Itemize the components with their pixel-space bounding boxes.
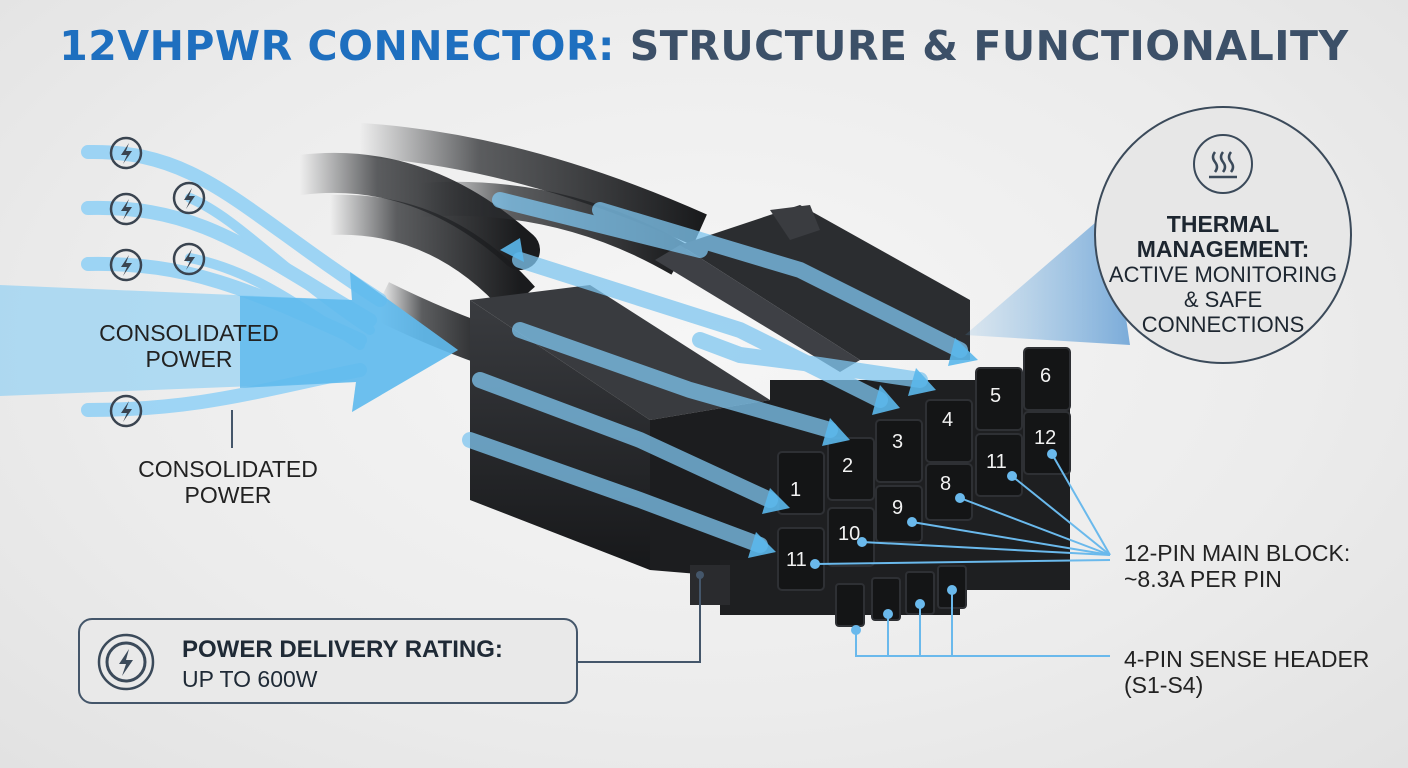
thermal-heading-2: MANAGEMENT: — [1136, 236, 1310, 262]
consolidated-power-text-upper: CONSOLIDATED POWER — [99, 320, 279, 372]
bolt-icons — [109, 136, 206, 428]
flow-arrowheads — [500, 238, 978, 558]
thermal-body-1: ACTIVE MONITORING — [1108, 262, 1338, 287]
main-block-heading: 12-PIN MAIN BLOCK: — [1124, 540, 1351, 566]
title-accent: 12VHPWR CONNECTOR: — [59, 22, 615, 70]
pin-bottom-6: 12 — [1034, 427, 1056, 449]
main-block-current: ~8.3A PER PIN — [1124, 566, 1282, 592]
pin-bottom-5: 11 — [986, 451, 1007, 473]
pin-top-2: 2 — [842, 455, 853, 477]
sense-header-leaders — [851, 585, 1110, 657]
pin-top-6: 6 — [1040, 365, 1051, 387]
pin-bottom-1: 11 — [786, 549, 807, 571]
thermal-callout-beam — [965, 210, 1130, 345]
pin-cells — [777, 347, 1071, 627]
consolidated-power-label-lower: CONSOLIDATED POWER — [130, 456, 326, 508]
sense-header-label: 4-PIN SENSE HEADER (S1-S4) — [1124, 646, 1404, 698]
consolidated-power-label-upper: CONSOLIDATED POWER — [92, 320, 286, 372]
consolidated-power-text-lower: CONSOLIDATED POWER — [138, 456, 318, 508]
main-block-label: 12-PIN MAIN BLOCK: ~8.3A PER PIN — [1124, 540, 1404, 592]
page-title: 12VHPWR CONNECTOR: STRUCTURE & FUNCTIONA… — [0, 22, 1408, 70]
pin-top-4: 4 — [942, 409, 953, 431]
pin-bottom-4: 8 — [940, 473, 951, 495]
power-delivery-rating-box: POWER DELIVERY RATING: UP TO 600W — [78, 618, 578, 704]
pin-top-1: 1 — [790, 479, 801, 501]
lightning-bolt-icon — [96, 632, 156, 692]
thermal-body-2: & SAFE — [1183, 287, 1263, 312]
thermal-management-callout: THERMAL MANAGEMENT: ACTIVE MONITORING & … — [1094, 106, 1352, 364]
pin-numbers: 1 2 3 4 5 6 11 10 9 8 11 12 — [786, 365, 1056, 571]
rating-heading: POWER DELIVERY RATING: — [182, 636, 503, 663]
main-block-leaders — [810, 449, 1111, 569]
pin-bottom-3: 9 — [892, 497, 903, 519]
thermal-body-3: CONNECTIONS — [1141, 312, 1305, 337]
pin-bottom-2: 10 — [838, 523, 860, 545]
rating-leader — [578, 575, 701, 663]
heat-waves-icon — [1193, 134, 1253, 194]
current-flow-arrows — [462, 192, 968, 553]
pin-top-3: 3 — [892, 431, 903, 453]
sense-header-heading: 4-PIN SENSE HEADER — [1124, 646, 1370, 672]
sense-header-pins: (S1-S4) — [1124, 672, 1204, 698]
thermal-heading-1: THERMAL — [1166, 211, 1280, 237]
pin-top-5: 5 — [990, 385, 1001, 407]
title-main: STRUCTURE & FUNCTIONALITY — [629, 22, 1349, 70]
rating-value: UP TO 600W — [182, 666, 318, 692]
